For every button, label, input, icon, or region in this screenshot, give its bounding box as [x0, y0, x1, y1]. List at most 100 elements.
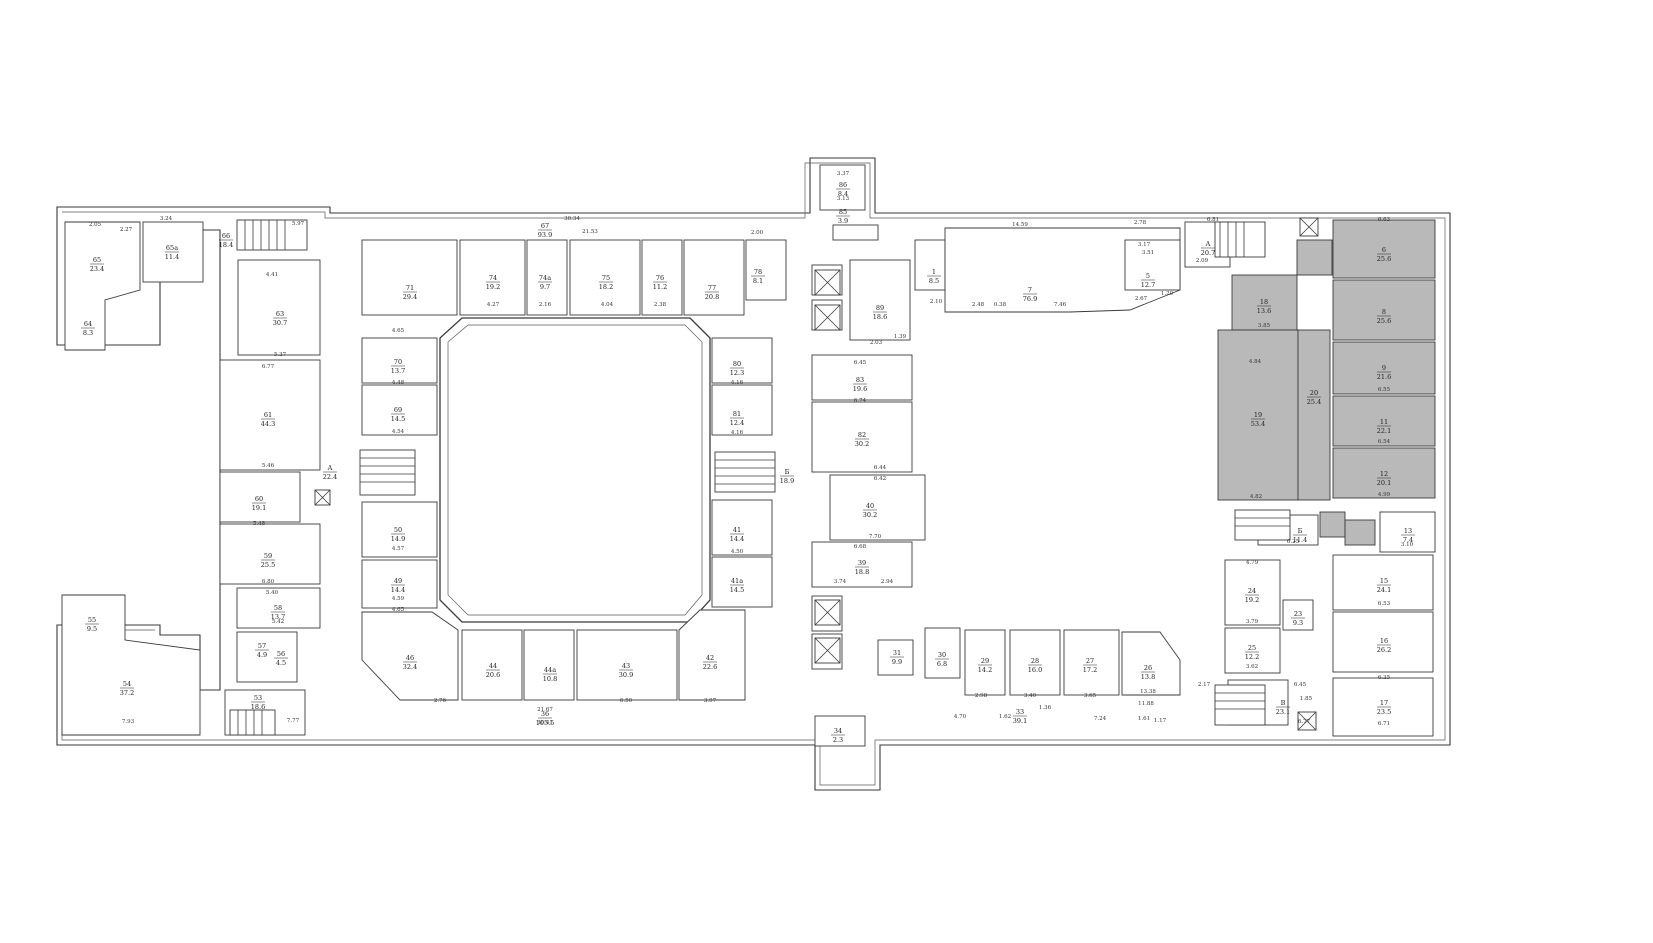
dimension-label: 2.00 [751, 230, 764, 236]
room-number: 41а [731, 577, 743, 585]
dimension-label: 1.62 [999, 714, 1011, 720]
room-label-5: 512.7 [1141, 272, 1155, 289]
dimension-label: 1.17 [1154, 718, 1167, 724]
room-area: 19.2 [486, 283, 500, 291]
room-number: 20 [1310, 389, 1318, 397]
room-label-14: Б11.4 [1293, 527, 1307, 544]
room-number: 50 [394, 526, 402, 534]
dimension-label: 11.88 [1138, 701, 1154, 707]
dimension-label: 4.65 [392, 328, 405, 334]
dimension-label: 2.67 [1135, 296, 1148, 302]
room-number: 81 [733, 410, 741, 418]
dimension-label: 30.34 [564, 216, 580, 222]
room-area: 21.6 [1377, 373, 1391, 381]
dimension-label: 2.48 [972, 302, 985, 308]
room-label-B3: В23.1 [1276, 699, 1290, 716]
room-number: 8 [1382, 308, 1386, 316]
room-number: 89 [876, 304, 884, 312]
dimension-label: 4.57 [392, 546, 405, 552]
room-number: В [1281, 699, 1286, 707]
room-number: Б [1298, 527, 1303, 535]
room-number: 66 [222, 232, 230, 240]
dimension-label: 7.93 [122, 719, 135, 725]
dimension-label: 2.78 [1134, 220, 1147, 226]
room-number: 9 [1382, 364, 1386, 372]
room-label-86: 868.4 [836, 181, 850, 198]
central-courtyard [439, 317, 711, 623]
room-area: 26.2 [1377, 646, 1391, 654]
room-number: 58 [274, 604, 282, 612]
room-area: 25.6 [1377, 255, 1391, 263]
room-area: 10.8 [543, 675, 557, 683]
room-number: 77 [708, 284, 716, 292]
dimension-label: 6.54 [1378, 439, 1391, 445]
room-area: 32.4 [403, 663, 417, 671]
dimension-label: 2.05 [89, 222, 102, 228]
room-number: 83 [856, 376, 864, 384]
room-area: 14.2 [978, 666, 992, 674]
dimension-label: 2.16 [539, 302, 552, 308]
room-area: 12.7 [1141, 281, 1155, 289]
room-number: 57 [258, 642, 266, 650]
room-number: 24 [1248, 587, 1256, 595]
dimension-label: 6.74 [854, 398, 867, 404]
dimension-label: 1.61 [1138, 716, 1150, 722]
dimension-label: 1.39 [894, 334, 907, 340]
dimension-label: 3.37 [837, 171, 850, 177]
room-number: 76 [656, 274, 664, 282]
dimension-label: 0.38 [994, 302, 1007, 308]
room-area: 12.3 [730, 369, 744, 377]
dimension-label: 6.50 [620, 698, 633, 704]
room-number: 56 [277, 650, 285, 658]
room-number: 11 [1380, 418, 1388, 426]
room-area: 11.4 [1293, 536, 1307, 544]
room-area: 93.9 [538, 231, 552, 239]
room-label-8: 825.6 [1377, 308, 1391, 325]
room-number: А [1206, 240, 1211, 248]
room-area: 30.2 [855, 440, 869, 448]
room-area: 16.0 [1028, 666, 1042, 674]
room-area: 20.8 [705, 293, 719, 301]
dimension-label: 6.55 [1378, 387, 1391, 393]
dimension-label: 4.50 [731, 549, 744, 555]
dimension-label: 6.77 [262, 364, 275, 370]
dimension-label: 7.77 [287, 718, 300, 724]
room-labels: 6523.465a11.4648.36618.46330.76144.36019… [81, 181, 1415, 744]
dimension-label: 3.17 [1138, 242, 1151, 248]
dimension-label: 7.24 [1094, 716, 1107, 722]
room-number: 40 [866, 502, 874, 510]
room-number: 18 [1260, 298, 1268, 306]
room-number: 26 [1144, 664, 1152, 672]
room-number: 25 [1248, 644, 1256, 652]
dimension-label: 4.54 [392, 429, 405, 435]
dimension-label: 5.40 [266, 590, 279, 596]
room-number: 65 [93, 256, 101, 264]
dimension-label: 6.45 [1294, 682, 1307, 688]
dimension-label: 3.40 [1024, 693, 1037, 699]
dimension-label: 4.48 [392, 380, 405, 386]
dimension-label: 30.41 [537, 720, 553, 726]
dimension-label: 2.09 [1196, 258, 1209, 264]
dimension-label: 6.68 [854, 544, 867, 550]
